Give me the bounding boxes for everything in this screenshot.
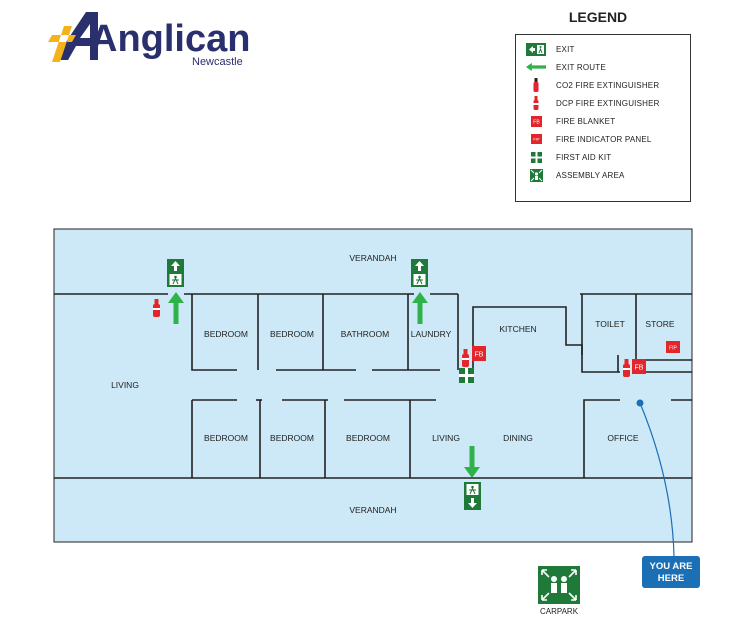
- room-label-store: STORE: [645, 319, 674, 329]
- room-label-living-left: LIVING: [111, 380, 139, 390]
- legend-title: LEGEND: [568, 9, 628, 25]
- legend-item: CO2 FIRE EXTINGUISHER: [526, 77, 659, 93]
- exit-route-arrow-icon: [168, 292, 184, 324]
- legend-item: DCP FIRE EXTINGUISHER: [526, 95, 660, 111]
- legend-label: EXIT: [556, 44, 575, 54]
- fire-indicator-panel-icon: FIP: [526, 131, 546, 147]
- building-floor: [53, 228, 693, 543]
- room-label-kitchen: KITCHEN: [499, 324, 536, 334]
- you-are-here-badge: [642, 556, 700, 588]
- room-label-laundry: LAUNDRY: [411, 329, 452, 339]
- first-aid-kit-icon: [459, 368, 474, 383]
- fire-blanket-label: FB: [475, 352, 484, 359]
- assembly-area-label: CARPARK: [540, 607, 579, 616]
- legend-item: FB FIRE BLANKET: [526, 113, 615, 129]
- legend-item: FIRST AID KIT: [526, 149, 611, 165]
- co2-extinguisher-icon: [526, 77, 546, 93]
- svg-text:FIP: FIP: [533, 137, 540, 142]
- fire-indicator-panel-icon: [666, 341, 680, 353]
- legend-label: FIRST AID KIT: [556, 152, 612, 162]
- logo-a-mark-icon: [54, 12, 98, 60]
- room-label-bedroom-4: BEDROOM: [270, 433, 314, 443]
- first-aid-kit-icon: [526, 149, 546, 165]
- legend-item: ASSEMBLY AREA: [526, 167, 625, 183]
- legend-label: DCP FIRE EXTINGUISHER: [556, 98, 660, 108]
- you-are-here-line1: YOU ARE: [650, 561, 693, 572]
- room-label-dining: DINING: [503, 433, 533, 443]
- logo-cross-icon: [48, 26, 76, 62]
- fire-blanket-icon: [632, 359, 646, 374]
- room-label-bedroom-1: BEDROOM: [204, 329, 248, 339]
- exit-route-arrow-icon: [526, 59, 546, 75]
- legend-item: EXIT: [526, 41, 575, 57]
- room-label-bedroom-2: BEDROOM: [270, 329, 314, 339]
- room-label-bedroom-3: BEDROOM: [204, 433, 248, 443]
- you-are-here-line2: HERE: [658, 573, 684, 584]
- legend-label: FIRE BLANKET: [556, 116, 616, 126]
- assembly-area-icon: [526, 167, 546, 183]
- exit-route-arrow-icon: [412, 292, 428, 324]
- legend-label: FIRE INDICATOR PANEL: [556, 134, 652, 144]
- anglican-logo: Anglican Newcastle: [48, 12, 250, 68]
- exit-sign-icon: [526, 41, 546, 57]
- fire-blanket-icon: [472, 346, 486, 361]
- assembly-area-icon: [538, 566, 580, 604]
- room-label-office: OFFICE: [607, 433, 638, 443]
- room-label-living-center: LIVING: [432, 433, 460, 443]
- logo-sub-text: Newcastle: [192, 56, 243, 68]
- exit-sign-icon: [166, 258, 185, 288]
- legend-label: ASSEMBLY AREA: [556, 170, 625, 180]
- legend-item: FIP FIRE INDICATOR PANEL: [526, 131, 652, 147]
- room-label-bedroom-5: BEDROOM: [346, 433, 390, 443]
- logo-brand-text: Anglican: [90, 18, 250, 60]
- legend-label: CO2 FIRE EXTINGUISHER: [556, 80, 660, 90]
- exit-sign-icon: [463, 481, 482, 511]
- svg-text:FB: FB: [533, 119, 540, 125]
- room-label-bathroom: BATHROOM: [341, 329, 389, 339]
- fire-panel-label: FIP: [669, 346, 677, 352]
- legend-box: EXIT EXIT ROUTE CO2 FIRE EXTINGUISHER DC…: [515, 34, 691, 202]
- legend-item: EXIT ROUTE: [526, 59, 606, 75]
- room-label-verandah-bottom: VERANDAH: [349, 505, 396, 515]
- legend-label: EXIT ROUTE: [556, 62, 606, 72]
- you-are-here-pointer: [639, 402, 675, 557]
- fire-blanket-icon: FB: [526, 113, 546, 129]
- dcp-extinguisher-icon: [526, 95, 546, 111]
- exit-sign-icon: [410, 258, 429, 288]
- exit-route-arrow-icon: [464, 446, 480, 478]
- walls: [54, 293, 692, 479]
- room-label-verandah-top: VERANDAH: [349, 253, 396, 263]
- fire-blanket-label: FB: [635, 365, 644, 372]
- room-label-toilet: TOILET: [595, 319, 625, 329]
